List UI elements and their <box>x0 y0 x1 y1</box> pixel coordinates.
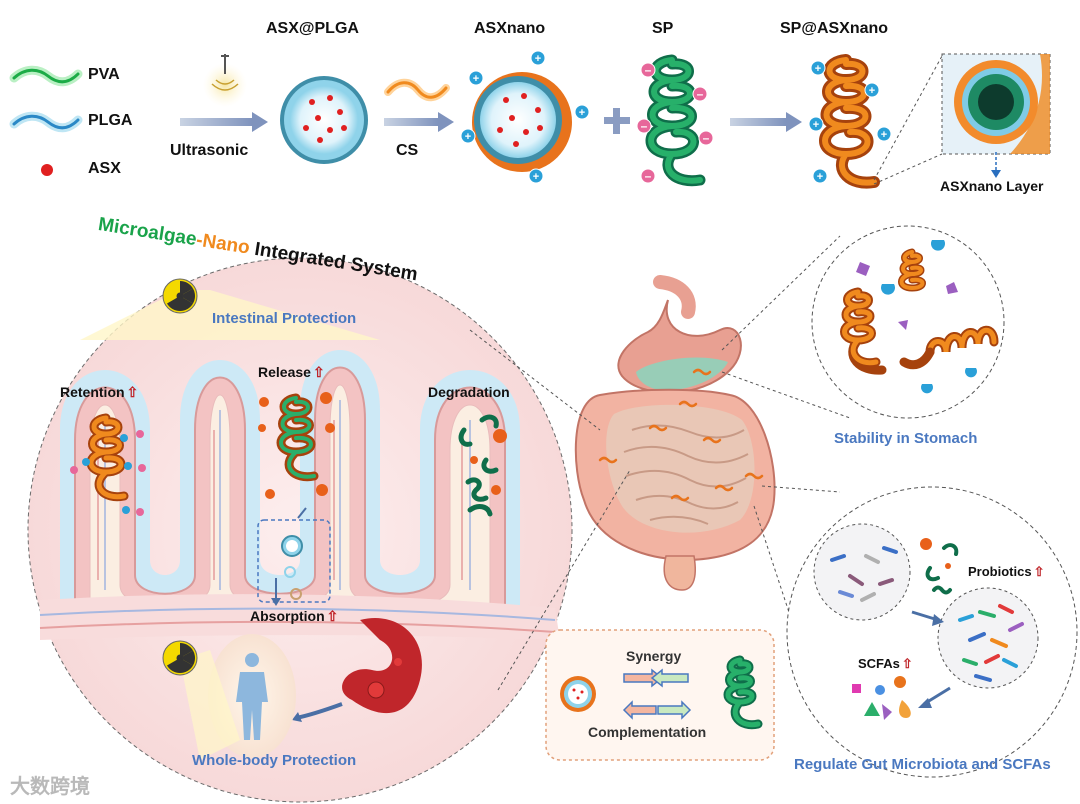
asxnano-particle <box>472 72 572 172</box>
sp-spiral <box>645 54 706 187</box>
absorption-box <box>257 519 331 603</box>
up-arrow-icon: ⇧ <box>126 384 139 400</box>
digestive-organ <box>574 275 776 591</box>
step-sp-asxnano-label: SP@ASXnano <box>780 20 889 37</box>
svg-text:+: + <box>465 131 471 143</box>
up-arrow-icon: ⇧ <box>326 608 339 624</box>
sp-asxnano-spiral <box>819 54 880 189</box>
svg-text:–: – <box>645 169 652 183</box>
svg-text:+: + <box>881 129 887 141</box>
process-arrow-2 <box>384 118 438 126</box>
svg-text:+: + <box>473 73 479 85</box>
blood-vessel <box>342 618 422 714</box>
asx-plga-particle <box>280 76 368 164</box>
watermark: 大数跨境 <box>10 776 90 798</box>
scfa-shapes <box>852 676 911 720</box>
synergy-nanoparticle <box>560 676 596 712</box>
step-sp-label: SP <box>652 20 674 37</box>
cs-label: CS <box>396 142 419 159</box>
legend-plga-label: PLGA <box>88 112 133 129</box>
complementation-label: Complementation <box>588 724 707 740</box>
svg-text:–: – <box>697 87 704 101</box>
release-spiral <box>276 393 319 482</box>
svg-text:+: + <box>815 63 821 75</box>
svg-text:–: – <box>645 63 652 77</box>
process-arrow-1 <box>180 118 252 126</box>
synergy-arrows <box>622 668 692 720</box>
asx-legend-dot <box>41 164 53 176</box>
retention-label: Retention⇧ <box>60 384 139 400</box>
svg-text:–: – <box>641 119 648 133</box>
ultrasonic-label: Ultrasonic <box>170 142 249 159</box>
regulate-gut-label: Regulate Gut Microbiota and SCFAs <box>794 756 1051 773</box>
radiation-icon-top <box>162 278 198 314</box>
asxnano-layer-label: ASXnano Layer <box>940 178 1044 194</box>
release-label: Release⇧ <box>258 364 325 380</box>
radiation-icon-bottom <box>162 640 198 676</box>
svg-text:+: + <box>579 107 585 119</box>
svg-text:+: + <box>869 85 875 97</box>
degradation-label: Degradation <box>428 384 510 400</box>
intestinal-protection-label: Intestinal Protection <box>212 310 357 327</box>
absorption-label: Absorption⇧ <box>250 608 339 624</box>
stability-in-stomach-label: Stability in Stomach <box>834 430 978 447</box>
asxnano-layer-zoom <box>941 53 1051 155</box>
svg-text:+: + <box>813 119 819 131</box>
synergy-box <box>545 629 775 761</box>
retention-spiral <box>86 413 129 502</box>
synergy-label: Synergy <box>626 648 682 664</box>
svg-text:+: + <box>535 53 541 65</box>
negative-charges <box>636 62 714 184</box>
up-arrow-icon: ⇧ <box>1033 564 1045 579</box>
synergy-spiral <box>723 655 763 730</box>
legend-asx-label: ASX <box>88 160 121 177</box>
human-body-icon <box>236 653 268 740</box>
degradation-fragments <box>458 414 499 517</box>
svg-text:+: + <box>533 171 539 183</box>
svg-text:–: – <box>703 131 710 145</box>
step-asxnano-label: ASXnano <box>474 20 546 37</box>
up-arrow-icon: ⇧ <box>312 364 325 380</box>
positive-charges <box>460 50 590 184</box>
svg-text:+: + <box>817 171 823 183</box>
step-asx-plga-label: ASX@PLGA <box>266 20 359 37</box>
whole-body-protection-label: Whole-body Protection <box>192 752 357 769</box>
up-arrow-icon: ⇧ <box>901 656 913 671</box>
legend-pva-label: PVA <box>88 66 120 83</box>
process-arrow-3 <box>730 118 786 126</box>
gut-after-circle <box>937 587 1039 689</box>
gut-before-circle <box>813 523 911 621</box>
probiotics-label: Probiotics⇧ <box>968 564 1045 579</box>
scfas-label: SCFAs⇧ <box>858 656 913 671</box>
